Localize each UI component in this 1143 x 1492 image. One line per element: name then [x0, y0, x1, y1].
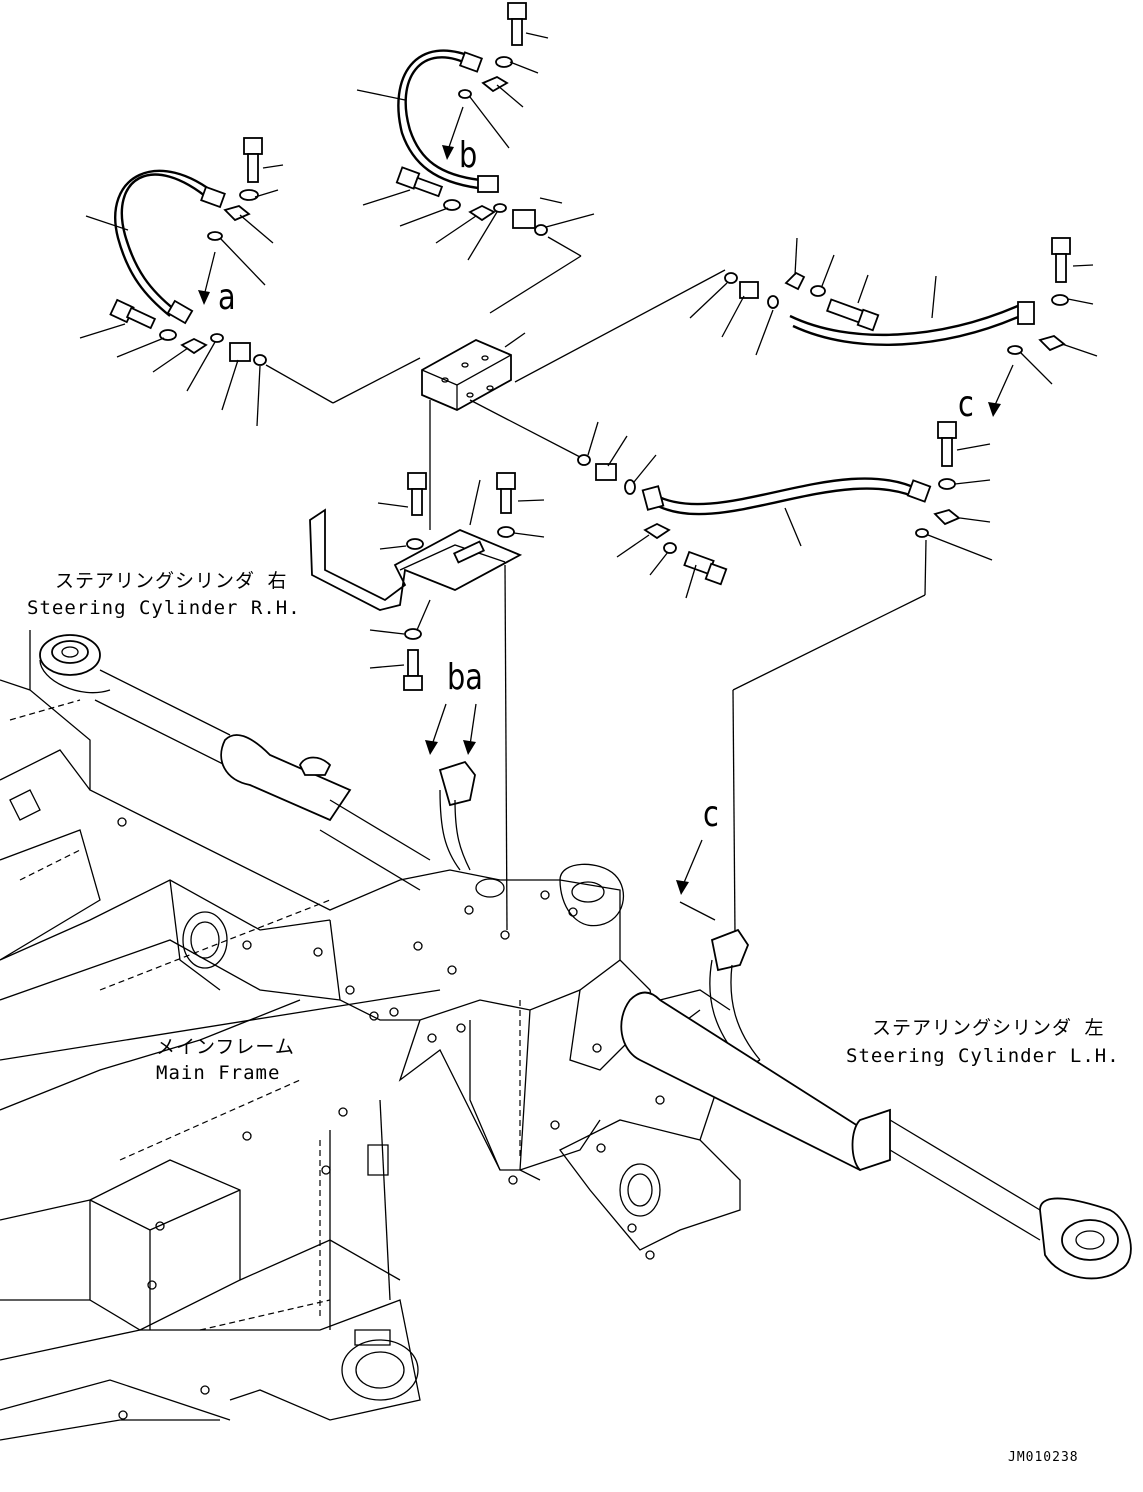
callout-letter-ba-mid: ba — [447, 657, 483, 698]
frame-clamps — [298, 756, 761, 1061]
steering-cylinder-rh-label-en: Steering Cylinder R.H. — [27, 597, 301, 619]
steering-cylinder-rh-label-jp: ステアリングシリンダ 右 — [55, 570, 288, 592]
callout-letter-b-top: b — [459, 135, 478, 176]
hose-c-lower-assembly — [577, 421, 993, 936]
bracket-assembly — [309, 472, 545, 931]
callout-letter-c-mid: c — [703, 794, 719, 835]
manifold-block — [421, 332, 581, 530]
steering-cylinder-lh-label-en: Steering Cylinder L.H. — [846, 1045, 1120, 1067]
drawing-code: JM010238 — [1008, 1450, 1079, 1465]
main-frame-label-en: Main Frame — [156, 1062, 281, 1084]
callout-letter-c-top: c — [958, 384, 974, 425]
main-frame — [0, 630, 761, 1441]
hose-a-assembly — [79, 137, 421, 427]
steering-cylinder-lh — [620, 991, 1132, 1280]
hose-b-assembly — [356, 2, 595, 314]
hose-c-upper-assembly — [514, 237, 1098, 417]
reference-arrows — [425, 703, 716, 921]
steering-cylinder-rh — [39, 634, 431, 891]
steering-cylinder-lh-label-jp: ステアリングシリンダ 左 — [872, 1017, 1105, 1039]
callout-letter-a-top: a — [218, 277, 236, 318]
main-frame-label-jp: メインフレーム — [156, 1036, 295, 1058]
